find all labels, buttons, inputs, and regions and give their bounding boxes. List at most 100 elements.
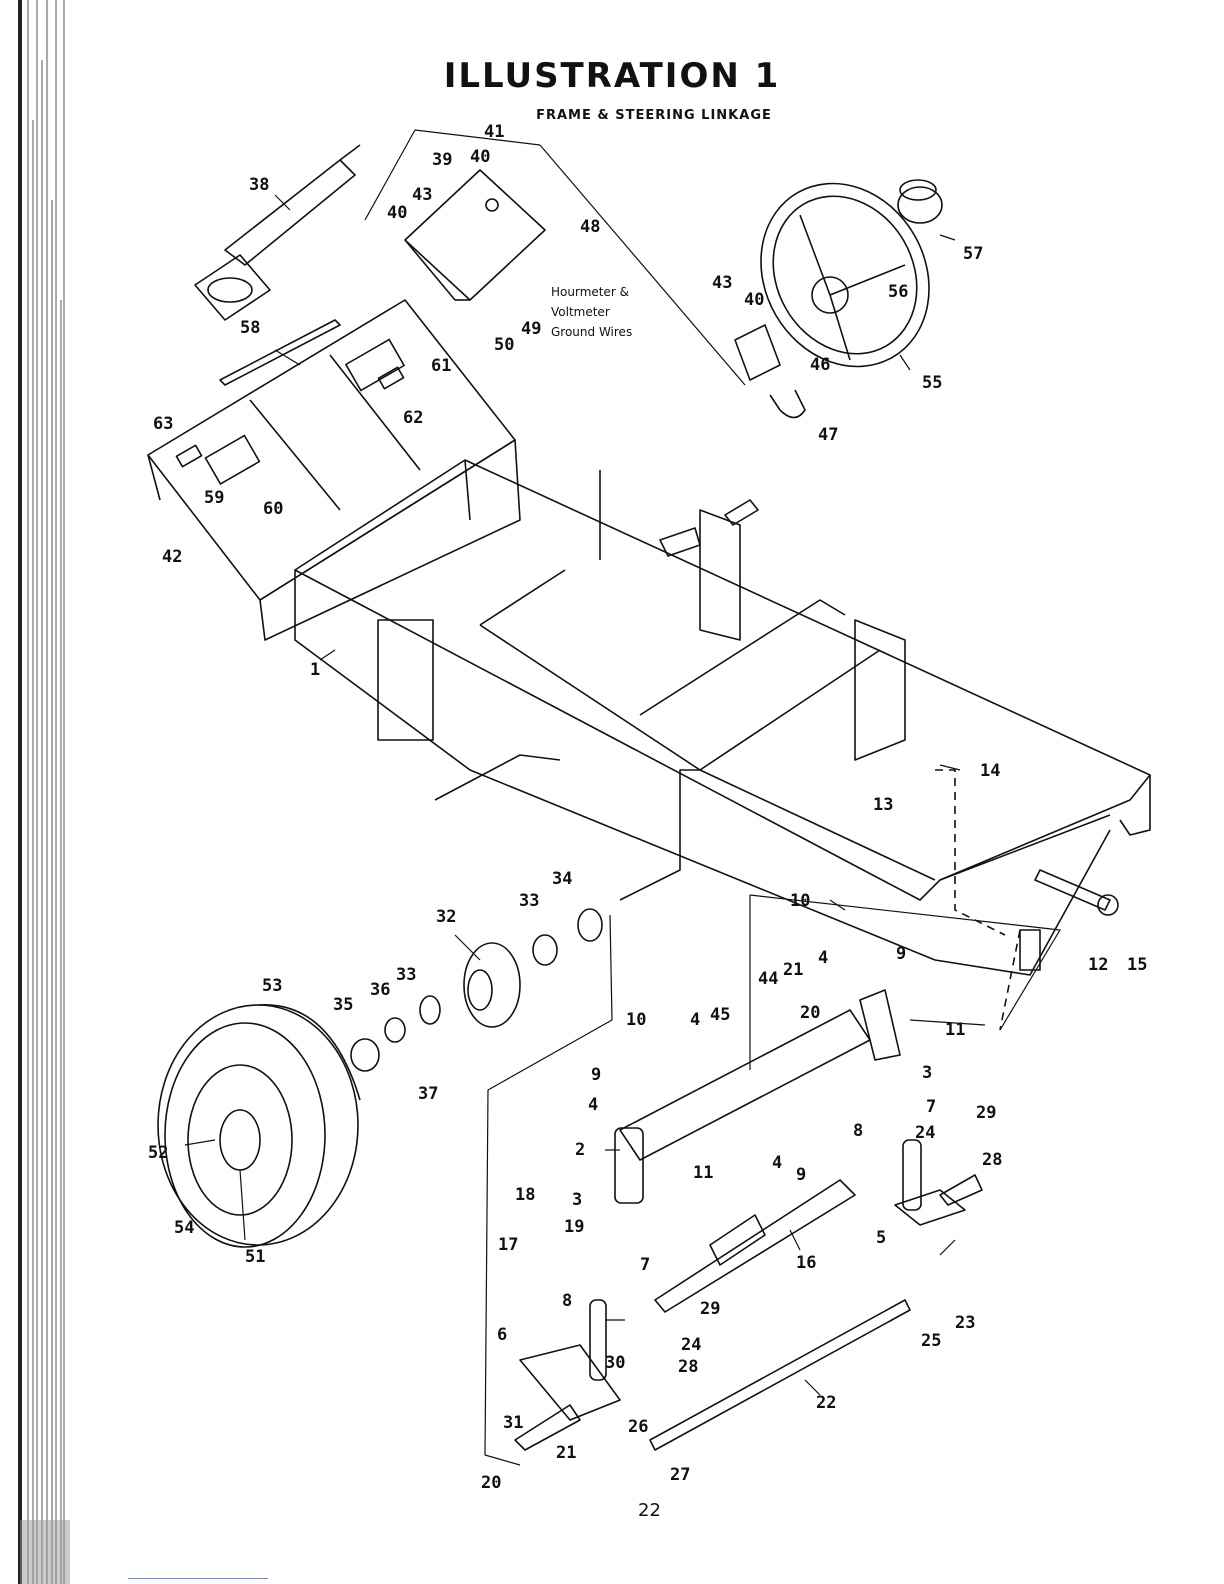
binding-edge: [18, 0, 70, 1584]
dust-cap: [350, 1038, 380, 1072]
callout-43b: 43: [712, 273, 732, 293]
callout-55: 55: [922, 373, 942, 393]
callout-40b: 40: [387, 203, 407, 223]
callout-30: 30: [605, 1353, 625, 1373]
callout-12: 12: [1088, 955, 1108, 975]
ground-wires-note: Hourmeter & Voltmeter Ground Wires: [551, 282, 632, 342]
callout-36: 36: [370, 980, 390, 1000]
steering-wheel: [760, 182, 930, 368]
callout-33b: 33: [396, 965, 416, 985]
callout-22: 22: [816, 1393, 836, 1413]
callout-3b: 3: [922, 1063, 932, 1083]
drag-link: [654, 1179, 856, 1313]
callout-35: 35: [333, 995, 353, 1015]
note-line: Ground Wires: [551, 325, 633, 339]
callout-28: 28: [678, 1357, 698, 1377]
callout-43: 43: [412, 185, 432, 205]
tie-rod: [649, 1299, 911, 1451]
callout-40: 40: [470, 147, 490, 167]
steering-wheel-cap: [897, 179, 943, 224]
steering-column-part: [194, 144, 361, 321]
callout-9c: 9: [896, 944, 906, 964]
callout-20: 20: [481, 1473, 501, 1493]
callout-59: 59: [204, 488, 224, 508]
callout-47: 47: [818, 425, 838, 445]
callout-7: 7: [640, 1255, 650, 1275]
callout-26: 26: [628, 1417, 648, 1437]
footer-rule: [128, 1578, 268, 1579]
callout-4b: 4: [690, 1010, 700, 1030]
callout-6: 6: [497, 1325, 507, 1345]
callout-52: 52: [148, 1143, 168, 1163]
callout-62: 62: [403, 408, 423, 428]
callout-41: 41: [484, 122, 504, 142]
mount-plate: [734, 324, 781, 381]
callout-2: 2: [575, 1140, 585, 1160]
callout-17: 17: [498, 1235, 518, 1255]
hub-seal: [419, 995, 441, 1025]
callout-58: 58: [240, 318, 260, 338]
callout-16: 16: [796, 1253, 816, 1273]
callout-13: 13: [873, 795, 893, 815]
callout-39: 39: [432, 150, 452, 170]
page-title: ILLUSTRATION 1: [443, 56, 781, 96]
callout-34: 34: [552, 869, 572, 889]
axle-stub: [659, 499, 759, 557]
callout-29: 29: [700, 1299, 720, 1319]
callout-46: 46: [810, 355, 830, 375]
callout-29b: 29: [976, 1103, 996, 1123]
wheel-hub: [463, 942, 521, 1028]
callout-61: 61: [431, 356, 451, 376]
bearing-cone: [532, 934, 558, 966]
callout-4: 4: [588, 1095, 598, 1115]
callout-23: 23: [955, 1313, 975, 1333]
callout-15: 15: [1127, 955, 1147, 975]
note-line: Voltmeter: [551, 305, 610, 319]
callout-9: 9: [591, 1065, 601, 1085]
callout-10: 10: [626, 1010, 646, 1030]
callout-19: 19: [564, 1217, 584, 1237]
left-spindle: [514, 1299, 621, 1451]
main-frame: [294, 459, 1151, 976]
callout-32: 32: [436, 907, 456, 927]
callout-11: 11: [693, 1163, 713, 1183]
dash-panel: [147, 299, 521, 641]
callout-4d: 4: [772, 1153, 782, 1173]
tire-wheel-assembly: [157, 1004, 361, 1248]
callout-21: 21: [556, 1443, 576, 1463]
callout-8: 8: [562, 1291, 572, 1311]
page-number: 22: [638, 1500, 661, 1521]
spindle-nut: [384, 1017, 406, 1043]
callout-8b: 8: [853, 1121, 863, 1141]
column-mount-bracket: [404, 169, 546, 301]
callout-14: 14: [980, 761, 1000, 781]
callout-54: 54: [174, 1218, 194, 1238]
callout-38: 38: [249, 175, 269, 195]
callout-33: 33: [519, 891, 539, 911]
callout-7b: 7: [926, 1097, 936, 1117]
callout-28b: 28: [982, 1150, 1002, 1170]
callout-42: 42: [162, 547, 182, 567]
callout-31: 31: [503, 1413, 523, 1433]
callout-49: 49: [521, 319, 541, 339]
callout-3: 3: [572, 1190, 582, 1210]
callout-57: 57: [963, 244, 983, 264]
callout-21b: 21: [783, 960, 803, 980]
front-axle: [614, 989, 901, 1204]
callout-51: 51: [245, 1247, 265, 1267]
callout-56: 56: [888, 282, 908, 302]
callout-37: 37: [418, 1084, 438, 1104]
axle-pivot-pin: [1019, 869, 1119, 971]
callout-45: 45: [710, 1005, 730, 1025]
callout-10b: 10: [790, 891, 810, 911]
callout-40c: 40: [744, 290, 764, 310]
callout-24: 24: [681, 1335, 701, 1355]
callout-48: 48: [580, 217, 600, 237]
u-bolt: [769, 389, 806, 419]
decal-strip: [219, 319, 341, 386]
callout-9b: 9: [796, 1165, 806, 1185]
callout-1: 1: [310, 660, 320, 680]
note-line: Hourmeter &: [551, 285, 629, 299]
callout-24b: 24: [915, 1123, 935, 1143]
